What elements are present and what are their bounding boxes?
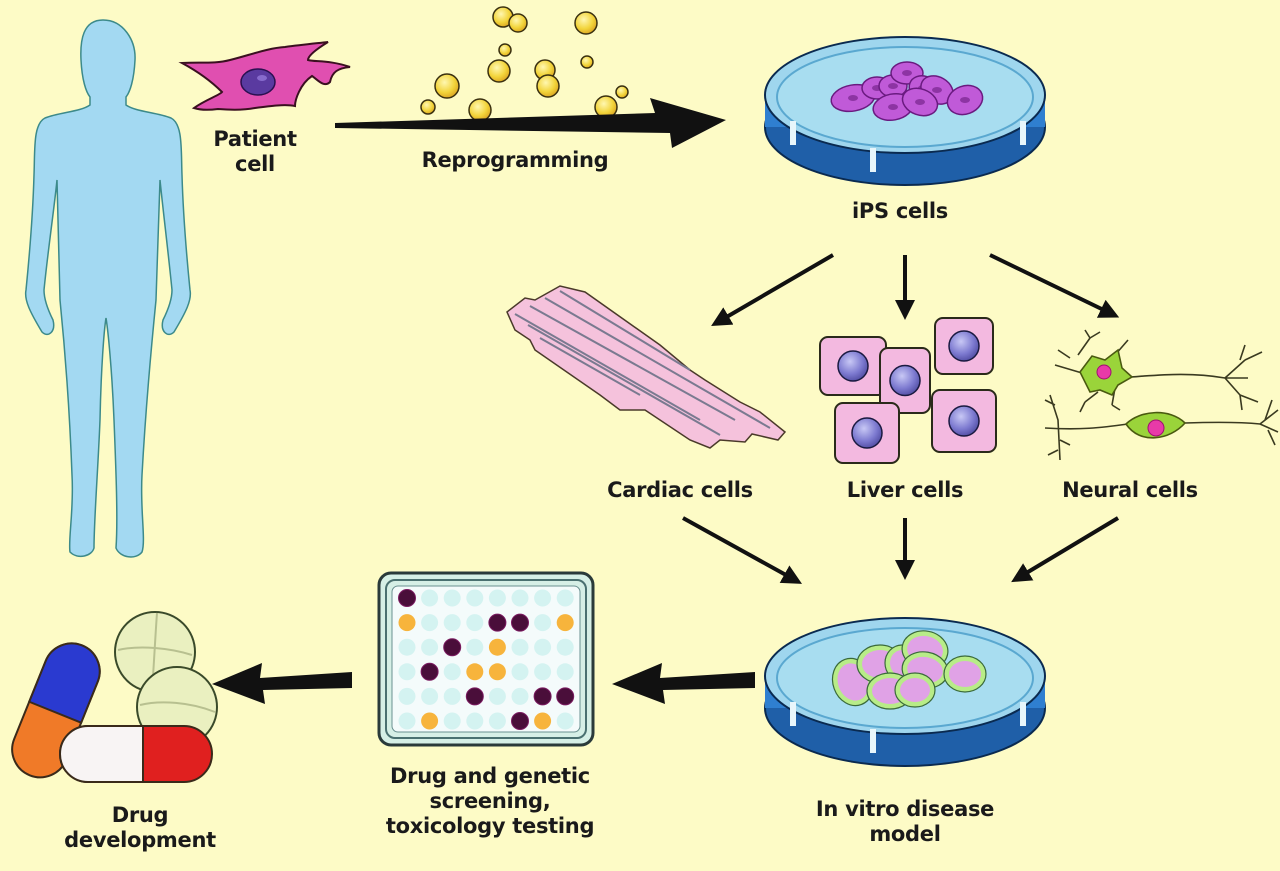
plate-well: [511, 712, 529, 730]
plate-well: [534, 589, 552, 607]
arrow-neural-to-model: [1011, 516, 1120, 583]
patient-cell-label-line1: Patient: [213, 127, 297, 151]
arrow-cardiac-to-model: [682, 516, 802, 584]
plate-well: [466, 663, 484, 681]
plate-well: [443, 712, 461, 730]
neural-cells-label: Neural cells: [1062, 478, 1198, 502]
cardiac-cells-icon: [506, 285, 787, 449]
plate-well: [421, 614, 439, 632]
plate-well: [556, 614, 574, 632]
neural-cells-icon: [1044, 329, 1279, 461]
plate-well: [511, 687, 529, 705]
drug-development-label-line2: development: [64, 828, 216, 852]
plate-well: [488, 663, 506, 681]
in-vitro-label: In vitro disease model: [790, 797, 1020, 847]
plate-well: [488, 712, 506, 730]
arrow-screening-to-drugs: [212, 663, 352, 704]
in-vitro-dish-icon: [764, 617, 1046, 767]
drug-development-label: Drug development: [40, 803, 240, 853]
plate-well: [443, 687, 461, 705]
ips-cells-label: iPS cells: [852, 199, 948, 223]
factor-ball: [487, 59, 511, 83]
plate-well: [398, 614, 416, 632]
plate-well: [533, 687, 552, 706]
plate-well: [556, 638, 574, 656]
plate-well: [534, 712, 552, 730]
factor-ball: [498, 43, 512, 57]
reprogramming-label: Reprogramming: [421, 148, 609, 172]
factor-ball: [468, 98, 492, 122]
drug-pills-icon: [11, 611, 218, 783]
plate-well: [511, 589, 529, 607]
plate-well: [398, 663, 416, 681]
plate-well: [421, 589, 439, 607]
plate-well: [443, 638, 462, 657]
plate-well: [443, 614, 461, 632]
plate-well: [421, 712, 439, 730]
factor-ball: [574, 11, 598, 35]
cardiac-cells-label: Cardiac cells: [607, 478, 753, 502]
plate-well: [420, 662, 439, 681]
factor-ball: [434, 73, 460, 99]
plate-well: [398, 687, 416, 705]
plate-well: [488, 638, 506, 656]
patient-cell-label: Patient cell: [210, 127, 300, 177]
arrow-to-cardiac: [711, 253, 835, 327]
plate-well: [556, 687, 575, 706]
plate-well: [534, 663, 552, 681]
plate-well: [556, 663, 574, 681]
factor-ball: [536, 74, 560, 98]
plate-well: [421, 638, 439, 656]
plate-well: [466, 638, 484, 656]
arrow-model-to-screening: [612, 663, 755, 704]
liver-cells-label: Liver cells: [846, 478, 964, 502]
plate-well: [488, 687, 506, 705]
plate-well: [398, 638, 416, 656]
plate-well: [488, 589, 506, 607]
screening-label-line3: toxicology testing: [385, 814, 595, 838]
plate-well: [534, 614, 552, 632]
in-vitro-label-line2: model: [869, 822, 941, 846]
plate-well: [534, 638, 552, 656]
differentiation-arrows: [711, 253, 1120, 327]
liver-cells-icon: [819, 317, 997, 464]
plate-well: [511, 613, 529, 632]
screening-label: Drug and genetic screening, toxicology t…: [360, 764, 620, 839]
reprogramming-factors-icon: [420, 6, 629, 122]
ips-cells-dish-icon: [764, 36, 1046, 186]
plate-well: [511, 638, 529, 656]
screening-label-line1: Drug and genetic: [390, 764, 590, 788]
plate-well: [556, 712, 574, 730]
plate-well: [421, 687, 439, 705]
plate-well: [443, 663, 461, 681]
arrow-to-neural: [989, 253, 1120, 318]
human-body-icon: [24, 19, 192, 558]
plate-well: [488, 613, 507, 632]
drug-development-label-line1: Drug: [111, 803, 169, 827]
patient-cell-label-line2: cell: [235, 152, 275, 176]
factor-ball: [420, 99, 436, 115]
screening-label-line2: screening,: [429, 789, 551, 813]
factor-ball: [580, 55, 594, 69]
plate-well: [443, 589, 461, 607]
reprogramming-arrow: [335, 98, 726, 148]
plate-well: [466, 589, 484, 607]
plate-well: [466, 614, 484, 632]
plate-well: [398, 712, 416, 730]
plate-well: [556, 589, 574, 607]
plate-well: [466, 712, 484, 730]
convergence-arrows: [682, 516, 1120, 584]
plate-well: [398, 589, 416, 607]
plate-well: [511, 663, 529, 681]
in-vitro-label-line1: In vitro disease: [815, 797, 995, 821]
plate-well: [465, 687, 484, 706]
screening-plate-icon: [377, 571, 595, 747]
factor-ball: [615, 85, 629, 99]
screening-arrows: [212, 663, 755, 704]
patient-cell-icon: [178, 41, 351, 111]
factor-ball: [508, 13, 528, 33]
